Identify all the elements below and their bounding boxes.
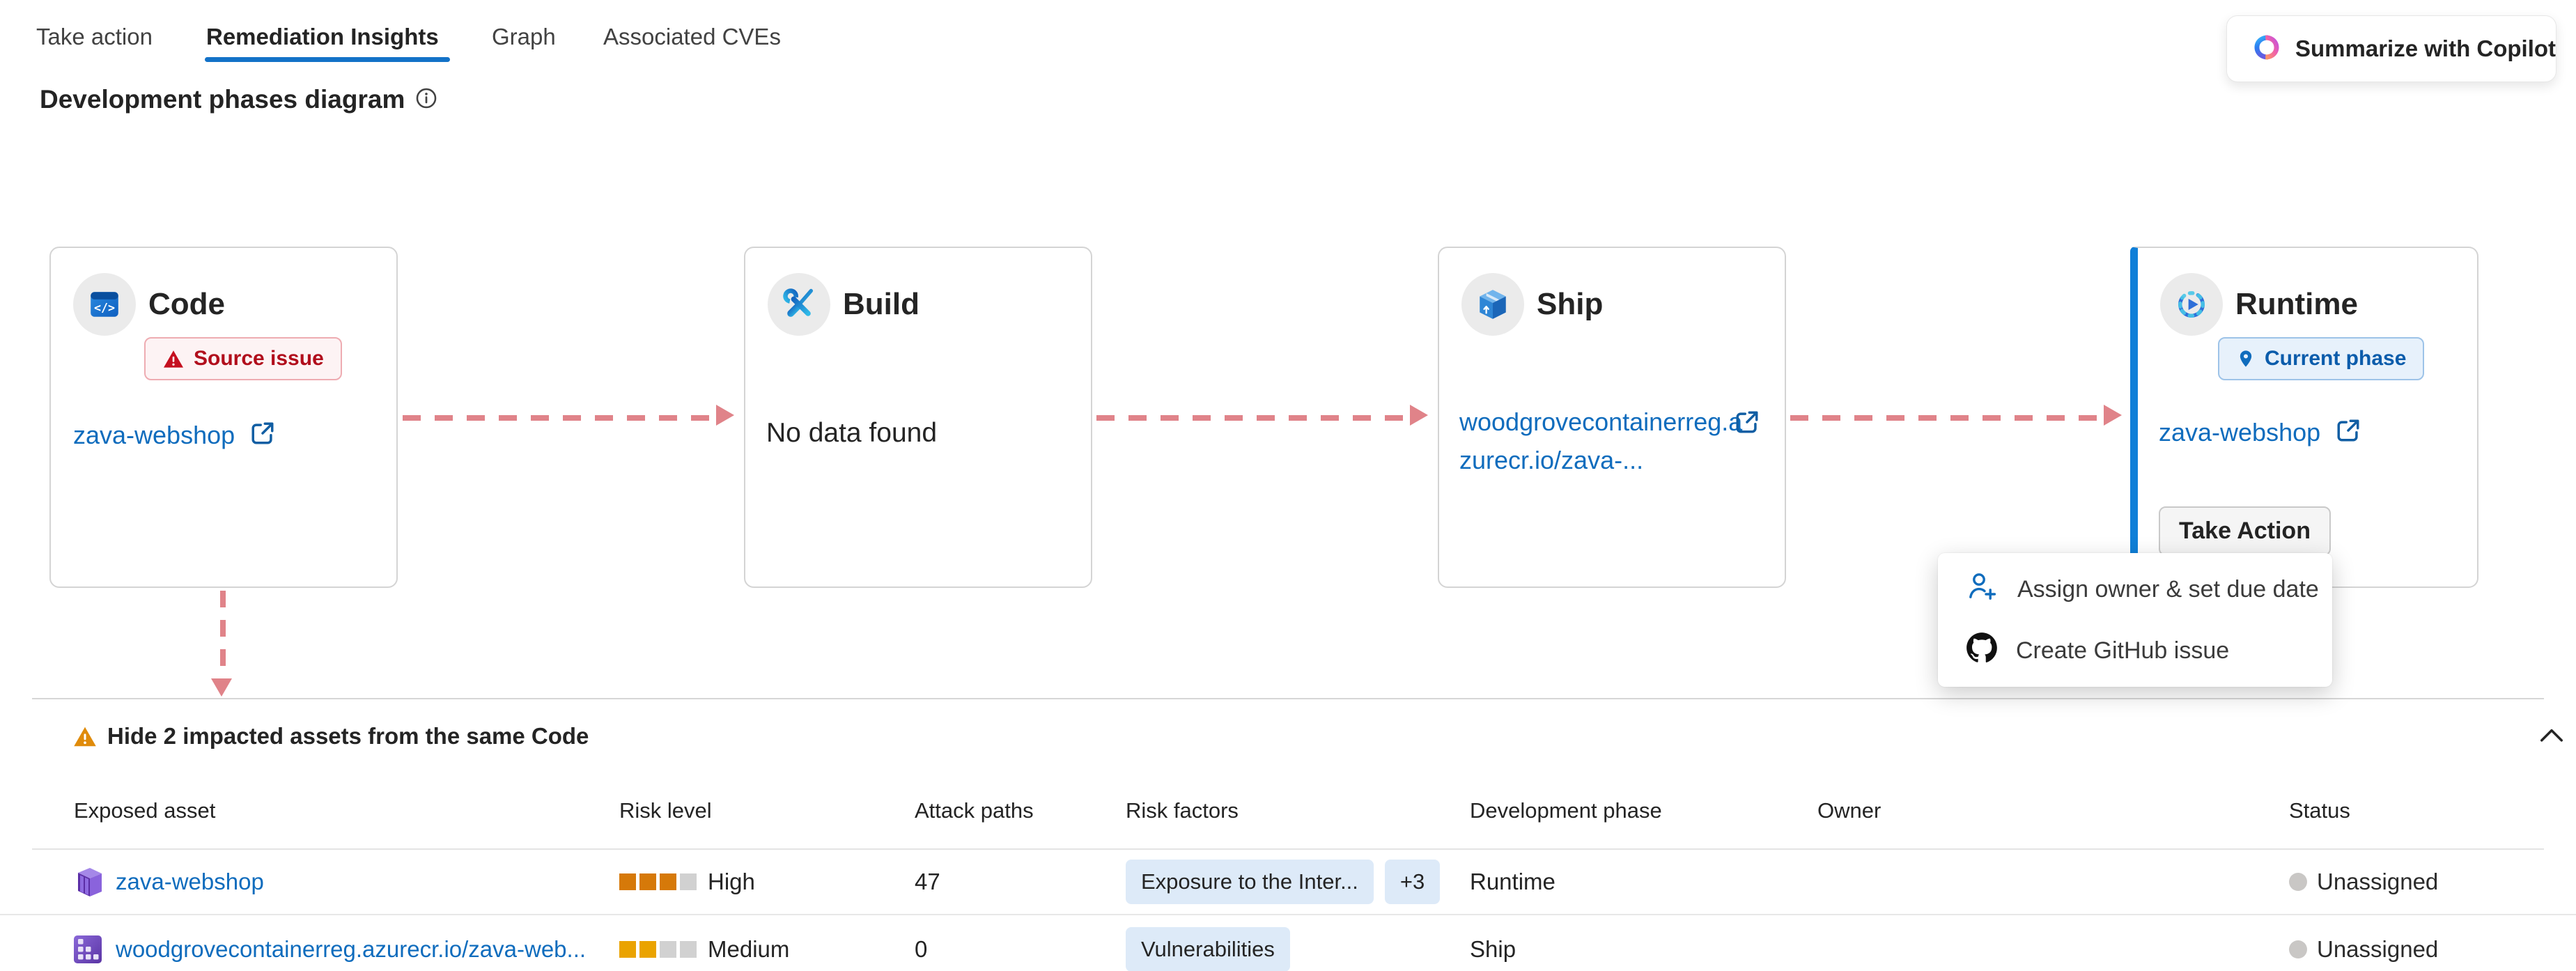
status-label: Unassigned xyxy=(2317,869,2439,894)
column-header-status: Status xyxy=(2289,798,2350,823)
build-no-data-text: No data found xyxy=(766,418,938,448)
risk-level-label: High xyxy=(708,869,755,894)
ship-asset-link[interactable]: woodgrovecontainerreg.a zurecr.io/zava-.… xyxy=(1459,407,1743,474)
container-registry-icon xyxy=(71,933,104,966)
tab-take-action[interactable]: Take action xyxy=(36,24,153,49)
chevron-up-icon[interactable] xyxy=(2538,724,2565,749)
take-action-menu: Assign owner & set due date Create GitHu… xyxy=(1938,553,2332,687)
status-dot xyxy=(2289,873,2307,891)
phase-title-build: Build xyxy=(843,287,920,321)
status-dot xyxy=(2289,940,2307,958)
phase-card-build: Build No data found xyxy=(744,247,1092,588)
code-icon: </> xyxy=(73,273,136,336)
active-tab-underline xyxy=(205,57,450,62)
arrowhead-assets xyxy=(211,678,232,697)
impacted-assets-title: Hide 2 impacted assets from the same Cod… xyxy=(107,723,589,749)
location-pin-icon xyxy=(2240,350,2252,367)
column-header-risk-level: Risk level xyxy=(619,798,712,823)
connector-build-ship xyxy=(1096,415,1411,421)
risk-factor-pill: Exposure to the Inter... xyxy=(1126,860,1374,904)
development-phase-value: Runtime xyxy=(1470,869,1555,894)
summarize-with-copilot-button[interactable]: Summarize with Copilot xyxy=(2226,15,2556,82)
risk-level-indicator xyxy=(619,941,697,958)
ship-icon xyxy=(1461,273,1524,336)
external-link-icon[interactable] xyxy=(247,418,278,452)
copilot-button-label: Summarize with Copilot xyxy=(2295,36,2556,61)
phase-title-code: Code xyxy=(148,287,225,321)
arrowhead-build xyxy=(716,405,734,426)
impacted-assets-toggle[interactable]: Hide 2 impacted assets from the same Cod… xyxy=(72,723,589,749)
info-icon[interactable] xyxy=(414,86,438,114)
connector-code-assets xyxy=(220,591,226,678)
column-header-exposed-asset: Exposed asset xyxy=(74,798,216,823)
asset-link[interactable]: woodgrovecontainerreg.azurecr.io/zava-we… xyxy=(116,936,587,962)
column-header-development-phase: Development phase xyxy=(1470,798,1662,823)
menu-item-assign-owner[interactable]: Assign owner & set due date xyxy=(1938,559,2332,620)
runtime-asset-link[interactable]: zava-webshop xyxy=(2159,415,2364,449)
svg-text:</>: </> xyxy=(94,301,115,314)
attack-paths-value: 0 xyxy=(915,936,928,962)
risk-level-indicator xyxy=(619,873,697,890)
tab-graph[interactable]: Graph xyxy=(492,24,556,49)
section-divider xyxy=(32,698,2544,699)
table-row[interactable]: woodgrovecontainerreg.azurecr.io/zava-we… xyxy=(0,917,2576,971)
column-header-attack-paths: Attack paths xyxy=(915,798,1034,823)
phase-title-ship: Ship xyxy=(1537,287,1604,321)
runtime-icon xyxy=(2160,273,2223,336)
table-header-border xyxy=(32,848,2544,850)
code-asset-link[interactable]: zava-webshop xyxy=(73,418,278,452)
table-row[interactable]: zava-webshop High 47 Exposure to the Int… xyxy=(0,850,2576,915)
column-header-risk-factors: Risk factors xyxy=(1126,798,1239,823)
external-link-icon[interactable] xyxy=(1732,407,1762,441)
external-link-icon[interactable] xyxy=(2333,415,2364,449)
person-add-icon xyxy=(1966,570,1999,609)
warning-triangle-icon xyxy=(164,350,183,368)
phase-card-code: </> Code Source issue zava-webshop xyxy=(49,247,398,588)
connector-ship-runtime xyxy=(1790,415,2105,421)
github-icon xyxy=(1966,632,1998,670)
phase-card-ship: Ship woodgrovecontainerreg.a zurecr.io/z… xyxy=(1438,247,1786,588)
build-icon xyxy=(768,273,830,336)
phase-card-runtime: Runtime Current phase zava-webshop Take … xyxy=(2130,247,2478,588)
phase-title-runtime: Runtime xyxy=(2235,287,2358,321)
current-phase-badge: Current phase xyxy=(2218,337,2425,380)
copilot-icon xyxy=(2252,33,2281,65)
menu-item-create-github-issue[interactable]: Create GitHub issue xyxy=(1938,620,2332,681)
asset-link[interactable]: zava-webshop xyxy=(116,869,264,894)
risk-level-label: Medium xyxy=(708,936,790,962)
status-label: Unassigned xyxy=(2317,936,2439,962)
page-title: Development phases diagram xyxy=(40,85,405,114)
column-header-owner: Owner xyxy=(1817,798,1881,823)
tab-remediation-insights[interactable]: Remediation Insights xyxy=(206,24,439,49)
connector-code-build xyxy=(403,415,717,421)
arrowhead-runtime xyxy=(2104,405,2122,426)
tab-associated-cves[interactable]: Associated CVEs xyxy=(603,24,781,49)
arrowhead-ship xyxy=(1410,405,1428,426)
attack-paths-value: 47 xyxy=(915,869,940,894)
risk-factor-pill: Vulnerabilities xyxy=(1126,927,1290,971)
warning-icon xyxy=(74,727,96,747)
risk-factor-more-pill[interactable]: +3 xyxy=(1384,860,1441,904)
development-phase-value: Ship xyxy=(1470,936,1516,962)
container-app-icon xyxy=(71,865,104,899)
source-issue-badge: Source issue xyxy=(144,337,342,380)
take-action-button[interactable]: Take Action xyxy=(2159,506,2331,556)
